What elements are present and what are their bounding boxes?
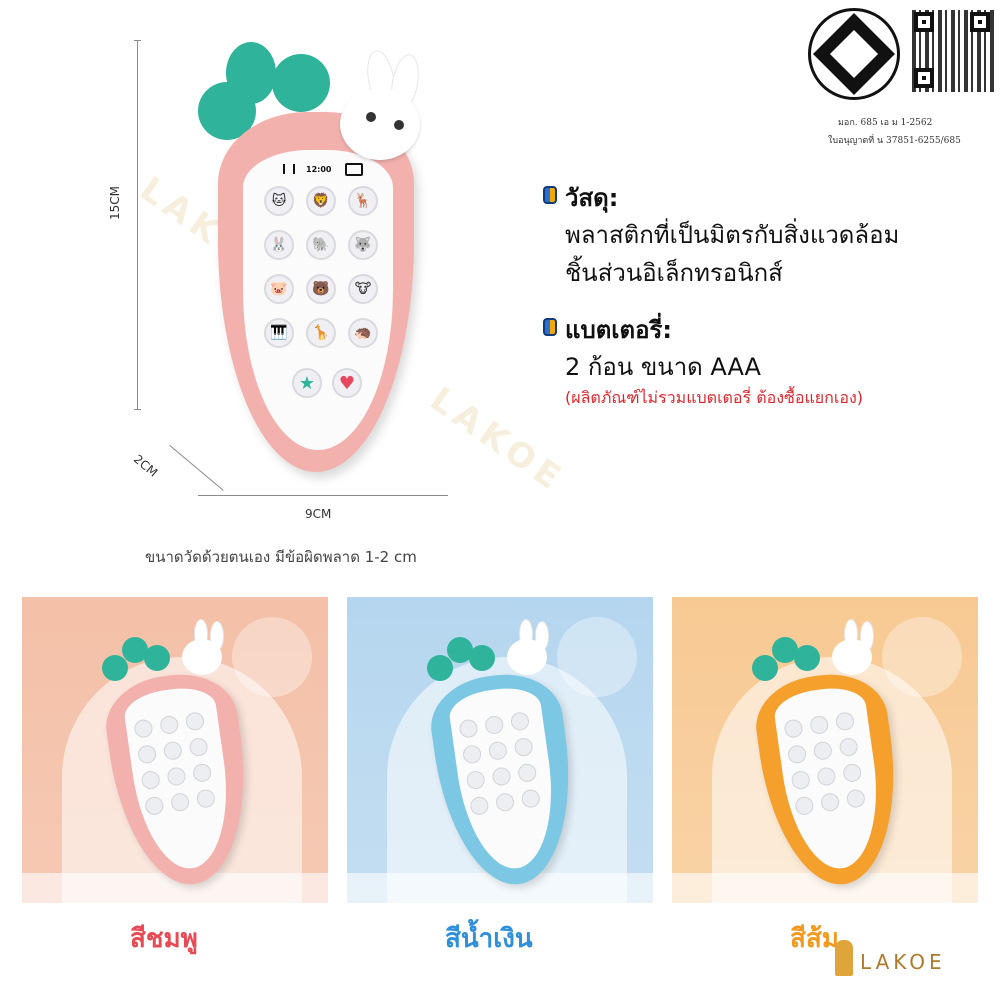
piano-key-button[interactable]: 🎹 (264, 318, 294, 348)
key-button[interactable]: 🦔 (348, 318, 378, 348)
material-line-2: ชิ้นส่วนอิเล็กทรอนิกส์ (565, 259, 783, 287)
battery-heading: แบตเตอรี่: (565, 316, 672, 344)
variant-label-orange: สีส้ม (790, 924, 839, 954)
width-dimension-line (198, 495, 448, 496)
bunny-eye (394, 120, 404, 130)
bunny-icon (507, 639, 547, 675)
variant-card-blue[interactable] (347, 597, 653, 903)
carrot-leaf-icon (226, 42, 276, 104)
battery-line-1: 2 ก้อน ขนาด AAA (565, 353, 761, 381)
key-button[interactable]: 🐘 (306, 230, 336, 260)
screen-time: 12:00 (306, 165, 332, 174)
measurement-caption: ขนาดวัดด้วยตนเอง มีข้อผิดพลาด 1-2 cm (145, 548, 417, 566)
bullet-icon (543, 186, 557, 204)
variant-label-pink: สีชมพู (130, 924, 198, 954)
material-line-1: พลาสติกที่เป็นมิตรกับสิ่งแวดล้อม (565, 221, 900, 249)
bullet-icon (543, 318, 557, 336)
qr-eye (914, 68, 934, 88)
heart-button[interactable]: ♥ (332, 368, 362, 398)
cert-line-2: ใบอนุญาตที่ น 37851-6255/685 (828, 136, 961, 146)
height-dimension-line (134, 40, 141, 410)
battery-note: (ผลิตภัณฑ์ไม่รวมแบตเตอรี่ ต้องซื้อแยกเอง… (565, 388, 863, 407)
qr-eye (914, 12, 934, 32)
carrot-leaf-icon (144, 645, 170, 671)
variant-card-pink[interactable] (22, 597, 328, 903)
bunny-icon (340, 88, 420, 160)
key-button[interactable]: 🐺 (348, 230, 378, 260)
bunny-eye (366, 112, 376, 122)
key-button[interactable]: 🦒 (306, 318, 336, 348)
variant-label-blue: สีน้ำเงิน (445, 924, 533, 954)
key-button[interactable]: 🐻 (306, 274, 336, 304)
carrot-leaf-icon (427, 655, 453, 681)
cert-mark-icon (808, 8, 900, 100)
height-label: 15CM (108, 185, 122, 220)
key-button[interactable]: 🐰 (264, 230, 294, 260)
signal-icon (283, 164, 295, 174)
key-button[interactable]: 🐮 (348, 274, 378, 304)
key-button[interactable]: 🦁 (306, 186, 336, 216)
battery-status-icon (345, 163, 363, 176)
depth-label: 2CM (131, 452, 161, 480)
giraffe-logo-icon (835, 940, 853, 976)
bunny-icon (182, 639, 222, 675)
carrot-leaf-icon (122, 637, 148, 663)
carrot-leaf-icon (102, 655, 128, 681)
depth-dimension-line (169, 445, 224, 491)
carrot-leaf-icon (447, 637, 473, 663)
key-button[interactable]: 🐷 (264, 274, 294, 304)
material-heading: วัสดุ: (565, 184, 619, 212)
bunny-icon (832, 639, 872, 675)
carrot-leaf-icon (772, 637, 798, 663)
carrot-leaf-icon (469, 645, 495, 671)
key-button[interactable]: 🐱 (264, 186, 294, 216)
carrot-leaf-icon (752, 655, 778, 681)
watermark: LAKOE (422, 379, 573, 501)
width-label: 9CM (305, 507, 332, 521)
star-button[interactable]: ★ (292, 368, 322, 398)
qr-eye (970, 12, 990, 32)
carrot-leaf-icon (272, 54, 330, 112)
cert-line-1: มอก. 685 เอ ม 1-2562 (838, 118, 933, 128)
key-button[interactable]: 🦌 (348, 186, 378, 216)
carrot-leaf-icon (794, 645, 820, 671)
variant-card-orange[interactable] (672, 597, 978, 903)
brand-logo: LAKOE (860, 950, 946, 974)
